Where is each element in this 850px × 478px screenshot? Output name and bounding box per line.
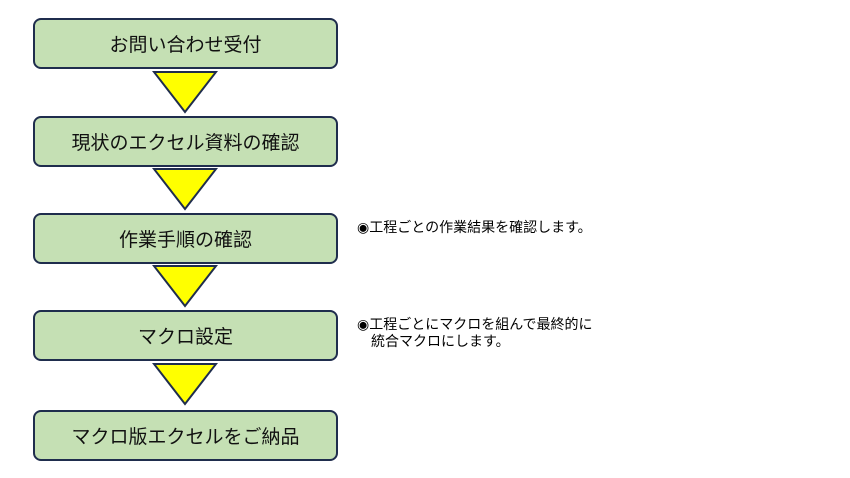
step-label: お問い合わせ受付: [109, 34, 262, 56]
down-arrow-icon: [152, 168, 218, 211]
step-label: 作業手順の確認: [118, 229, 252, 251]
note-line: 統合マクロにします。: [357, 334, 510, 350]
note-line: ◉工程ごとにマクロを組んで最終的に: [357, 317, 593, 333]
note-step3: ◉工程ごとの作業結果を確認します。: [357, 220, 592, 237]
step-deliver: マクロ版エクセルをご納品: [33, 410, 338, 461]
step-check-procedure: 作業手順の確認: [33, 213, 338, 264]
down-arrow-icon: [152, 71, 218, 114]
down-arrow-icon: [152, 363, 218, 406]
note-line: ◉工程ごとの作業結果を確認します。: [357, 220, 592, 236]
step-label: 現状のエクセル資料の確認: [71, 132, 300, 154]
step-receive-inquiry: お問い合わせ受付: [33, 18, 338, 69]
step-label: マクロ版エクセルをご納品: [71, 426, 300, 448]
step-label: マクロ設定: [137, 326, 233, 348]
step-check-excel: 現状のエクセル資料の確認: [33, 116, 338, 167]
note-step4: ◉工程ごとにマクロを組んで最終的に 統合マクロにします。: [357, 317, 593, 351]
down-arrow-icon: [152, 265, 218, 308]
step-macro-setup: マクロ設定: [33, 310, 338, 361]
